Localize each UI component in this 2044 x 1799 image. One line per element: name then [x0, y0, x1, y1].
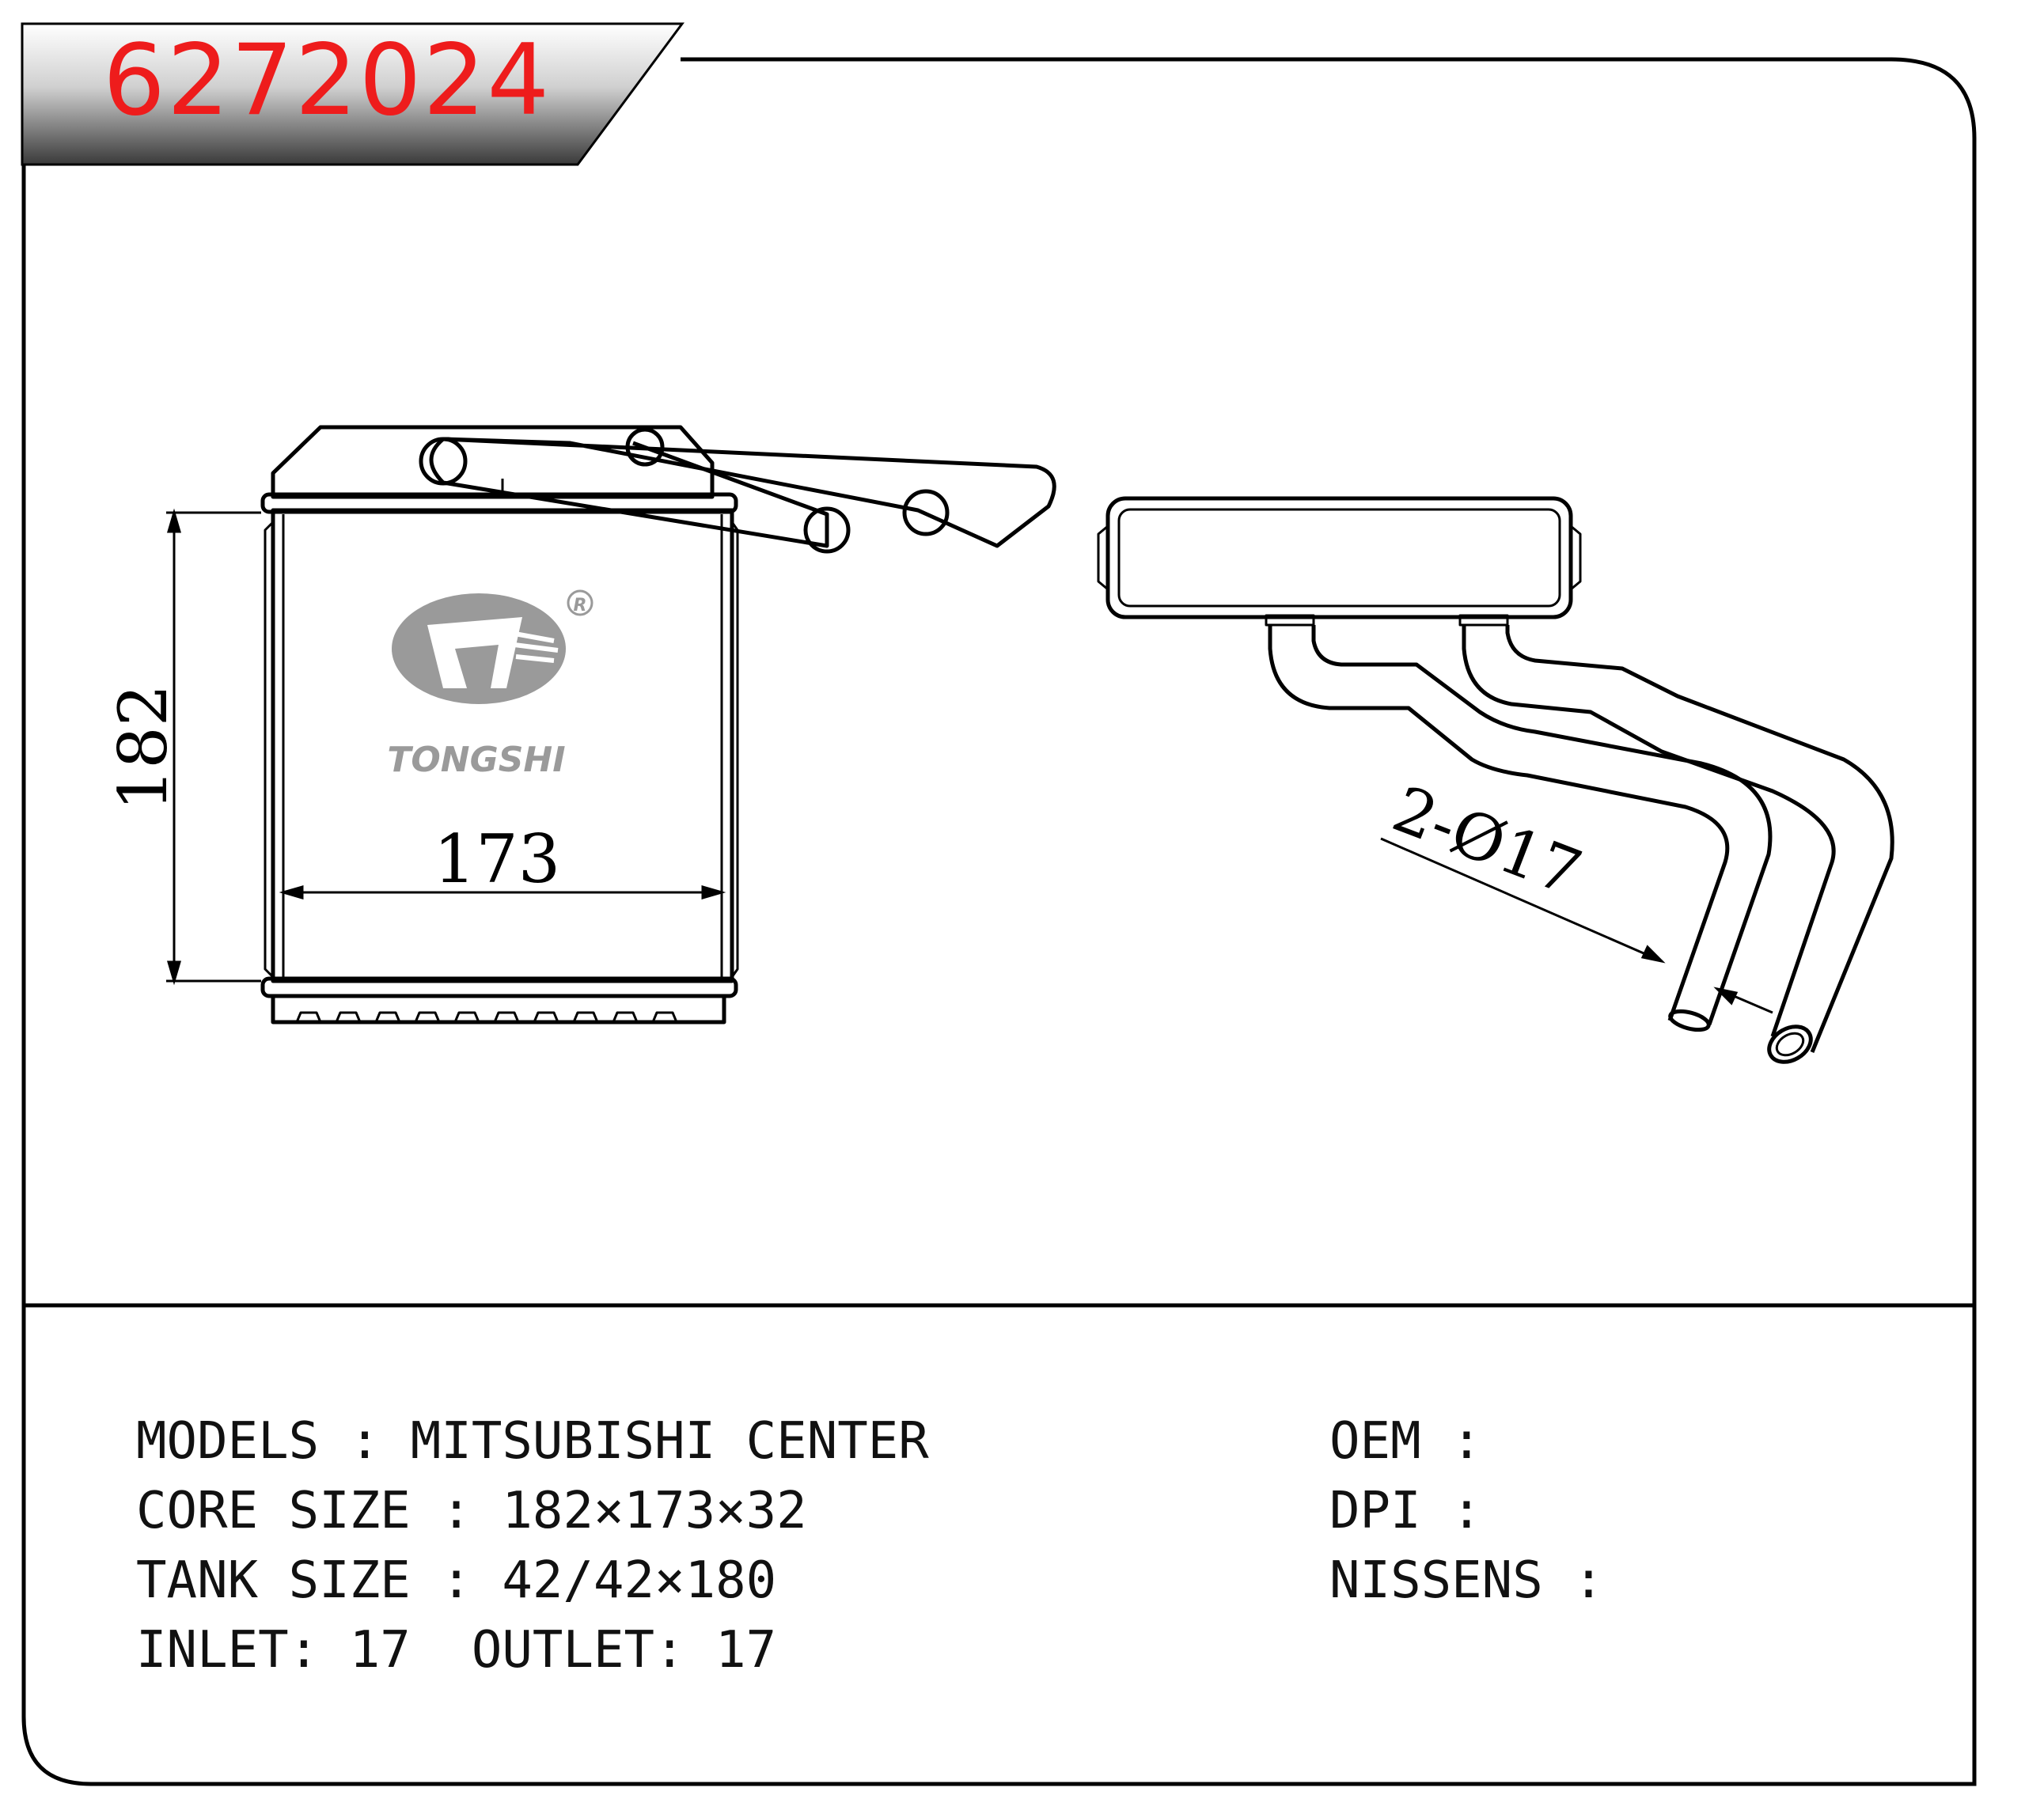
pipe-dimension — [1380, 837, 1773, 1014]
spec-oem: OEM : — [1329, 1412, 1513, 1471]
top-tank — [271, 425, 715, 499]
height-dimension — [166, 508, 261, 986]
registered-mark-text: R — [574, 596, 587, 615]
top-view — [1097, 496, 1894, 1064]
bottom-header — [260, 976, 738, 998]
part-number: 6272024 — [103, 24, 552, 138]
side-tank — [1105, 496, 1573, 619]
nissens-label: NISSENS — [1329, 1551, 1543, 1610]
spec-models: MODELS : MITSUBISHI CENTER — [136, 1412, 929, 1471]
spec-nissens: NISSENS : — [1329, 1551, 1635, 1610]
tank-label: TANK SIZE — [136, 1551, 411, 1610]
side-pipe-2 — [1462, 625, 1836, 1037]
pipe-dim-text: 2-Ø17 — [1383, 772, 1591, 911]
registered-mark — [567, 589, 593, 616]
height-dim-text: 182 — [104, 684, 182, 811]
core — [271, 508, 734, 983]
sheet-border — [21, 57, 1977, 1786]
spec-dpi: DPI : — [1329, 1482, 1513, 1540]
inlet-value: 17 — [349, 1621, 411, 1680]
outlet-label: OUTLET — [471, 1621, 655, 1680]
outlet-value: 17 — [715, 1621, 777, 1680]
bottom-tank — [271, 995, 726, 1024]
title-tab — [21, 22, 684, 166]
width-dim-text: 173 — [434, 820, 560, 898]
inlet-label: INLET — [136, 1621, 289, 1680]
models-value: MITSUBISHI CENTER — [410, 1412, 929, 1471]
oem-label: OEM — [1329, 1412, 1421, 1471]
front-view — [260, 425, 1056, 1024]
dpi-label: DPI — [1329, 1482, 1421, 1540]
tank-value: 42/42×180 — [502, 1551, 777, 1610]
front-pipe-upper — [442, 437, 1056, 548]
front-pipe-lower — [429, 437, 829, 548]
width-dimension — [279, 885, 726, 900]
brand-name: TONGSHI — [387, 740, 565, 780]
models-label: MODELS — [136, 1412, 320, 1471]
logo-emblem — [392, 593, 566, 704]
tongshi-logo: R TONGSHI — [387, 589, 593, 780]
core-value: 182×173×32 — [502, 1482, 807, 1540]
core-label: CORE SIZE — [136, 1482, 411, 1540]
spec-inlet-outlet: INLET: 17 OUTLET: 17 — [136, 1621, 777, 1680]
spec-core: CORE SIZE : 182×173×32 — [136, 1482, 807, 1540]
spec-tank: TANK SIZE : 42/42×180 — [136, 1551, 777, 1610]
side-pipe-1 — [1268, 625, 1730, 1021]
